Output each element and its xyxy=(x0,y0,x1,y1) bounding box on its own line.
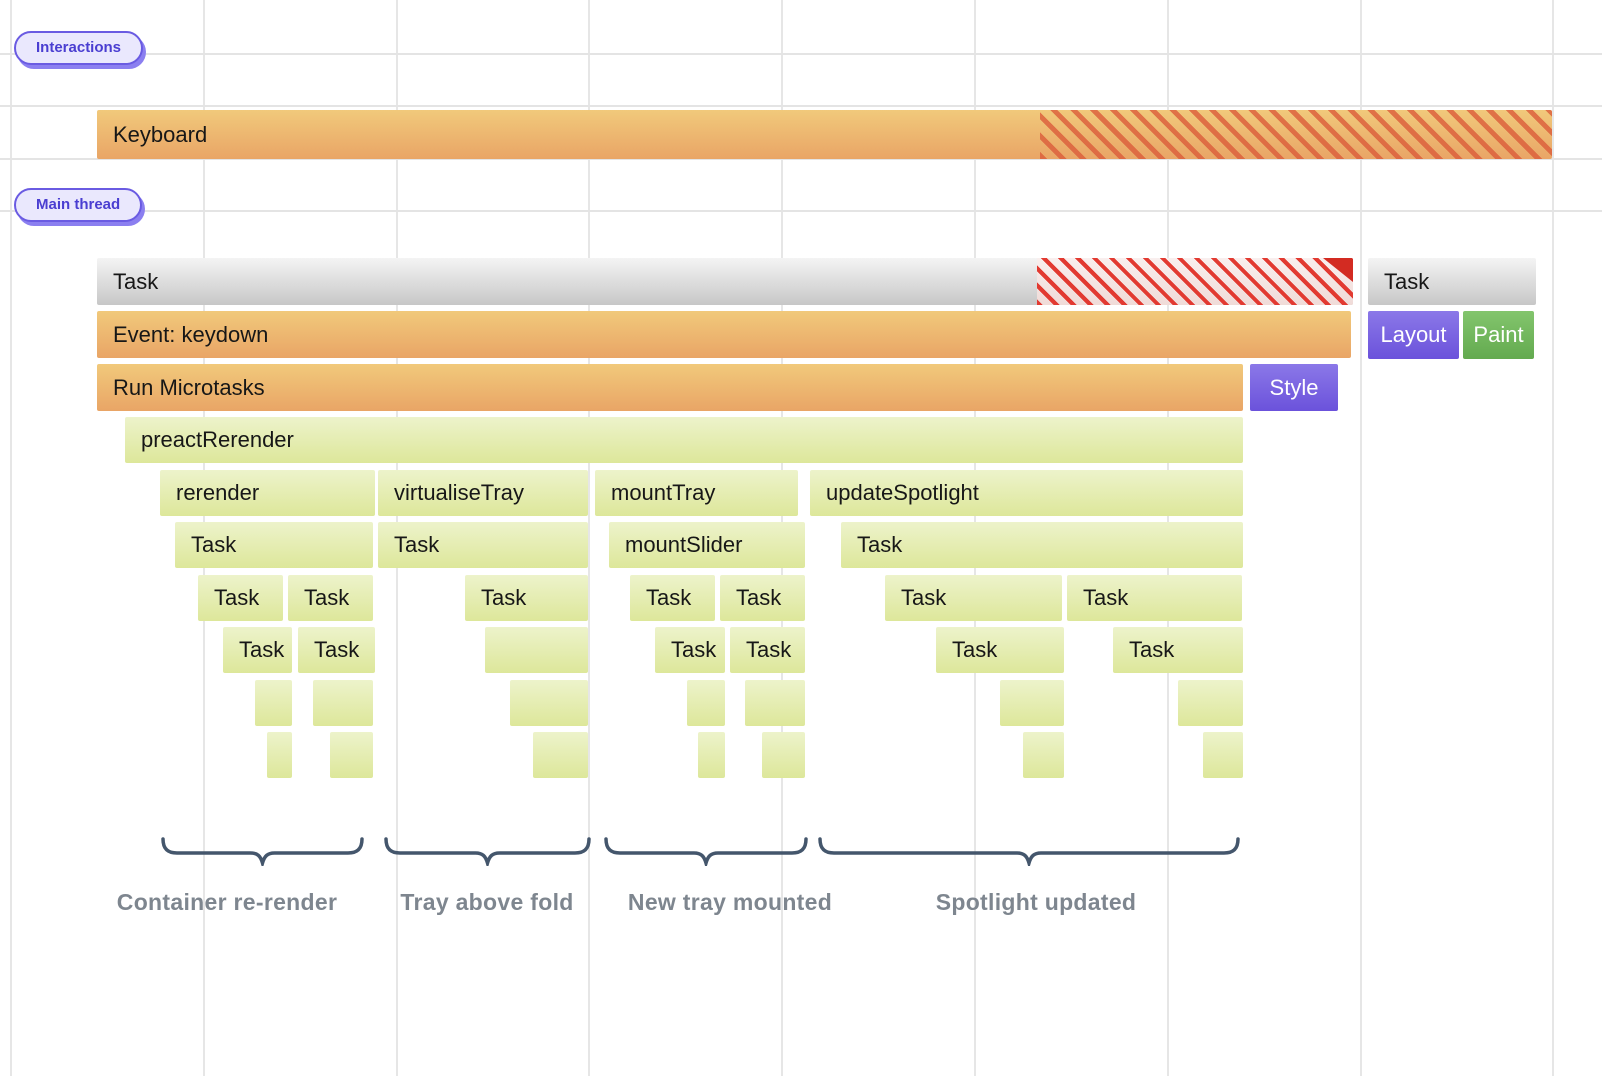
flame-bar-label: Task xyxy=(952,637,998,662)
overrun-hatch xyxy=(1040,110,1552,159)
flame-bar-label: Task xyxy=(481,585,527,610)
flame-bar-event-keydown[interactable]: Event: keydown xyxy=(97,311,1351,358)
flame-bar-label: Keyboard xyxy=(113,121,208,147)
grid-hline xyxy=(0,158,1602,160)
flame-bar-subtask[interactable] xyxy=(533,732,588,778)
flame-bar-task[interactable]: Task xyxy=(1113,627,1243,673)
flame-bar-next-task[interactable]: Task xyxy=(1368,258,1536,305)
flame-bar-label: Task xyxy=(736,585,782,610)
annotation-label: Tray above fold xyxy=(400,889,574,915)
flame-bar-label: virtualiseTray xyxy=(394,480,524,505)
flame-bar-label: Task xyxy=(239,637,285,662)
flame-bar-label: Event: keydown xyxy=(113,321,269,347)
flame-bar-rerender[interactable]: rerender xyxy=(160,470,375,516)
annotation-brace xyxy=(818,837,1240,866)
annotation-brace xyxy=(384,837,591,866)
flame-bar-label: Task xyxy=(1129,637,1175,662)
flame-bar-main-task[interactable]: Task xyxy=(97,258,1353,305)
flame-bar-task[interactable]: Task xyxy=(655,627,725,673)
flame-bar-task[interactable]: Task xyxy=(465,575,588,621)
flame-bar-label: updateSpotlight xyxy=(826,480,979,505)
flame-bar-paint[interactable]: Paint xyxy=(1463,311,1534,359)
flame-bar-subtask[interactable] xyxy=(1023,732,1064,778)
flame-bar-task[interactable]: Task xyxy=(175,522,373,568)
flame-bar-label: Task xyxy=(671,637,717,662)
flame-bar-subtask[interactable] xyxy=(313,680,373,726)
flame-bar-subtask[interactable] xyxy=(687,680,725,726)
flame-bar-label: Task xyxy=(394,532,440,557)
flame-bar-label: mountTray xyxy=(611,480,716,505)
flame-bar-subtask[interactable] xyxy=(267,732,292,778)
flame-bar-label: Run Microtasks xyxy=(113,374,265,400)
flame-bar-task[interactable]: Task xyxy=(730,627,805,673)
flame-bar-subtask[interactable] xyxy=(745,680,805,726)
flame-bar-subtask[interactable] xyxy=(698,732,725,778)
flame-bar-task[interactable]: Task xyxy=(630,575,715,621)
flame-bar-label: Task xyxy=(1384,268,1430,294)
annotation-brace xyxy=(161,837,364,866)
track-label-main-thread[interactable]: Main thread xyxy=(14,188,143,222)
flame-bar-task[interactable]: Task xyxy=(720,575,805,621)
flame-bar-label: rerender xyxy=(176,480,260,505)
flame-bar-label: Layout xyxy=(1380,322,1447,347)
grid-vline xyxy=(1360,0,1362,1076)
flame-bar-update-spotlight[interactable]: updateSpotlight xyxy=(810,470,1243,516)
flame-bar-subtask[interactable] xyxy=(1000,680,1064,726)
flame-bar-label: Task xyxy=(113,268,159,294)
flame-bar-label: Task xyxy=(857,532,903,557)
flame-bar-layout[interactable]: Layout xyxy=(1368,311,1459,359)
flame-bar-subtask[interactable] xyxy=(1203,732,1243,778)
flame-bar-subtask[interactable] xyxy=(510,680,588,726)
flame-bar-task[interactable]: Task xyxy=(378,522,588,568)
flame-bar-interaction-keyboard[interactable]: Keyboard xyxy=(97,110,1552,159)
flame-bar-label: Task xyxy=(646,585,692,610)
flame-bar-subtask[interactable] xyxy=(485,627,588,673)
flame-bar-label: Paint xyxy=(1473,322,1524,347)
flame-bar-label: Task xyxy=(1083,585,1129,610)
flame-bar-label: mountSlider xyxy=(625,532,743,557)
annotation-label: Container re-render xyxy=(116,889,338,915)
flame-bar-run-microtasks[interactable]: Run Microtasks xyxy=(97,364,1243,411)
grid-hline xyxy=(0,210,1602,212)
annotation-label: Spotlight updated xyxy=(935,889,1137,915)
flame-bar-task[interactable]: Task xyxy=(885,575,1062,621)
flame-bar-label: Task xyxy=(304,585,350,610)
flame-bar-task[interactable]: Task xyxy=(298,627,375,673)
flame-bar-label: Task xyxy=(191,532,237,557)
grid-hline xyxy=(0,105,1602,107)
flame-bar-label: Task xyxy=(314,637,360,662)
annotation-brace xyxy=(604,837,808,866)
flame-bar-preact-rerender[interactable]: preactRerender xyxy=(125,417,1243,463)
grid-hline xyxy=(0,53,1602,55)
flame-bar-label: preactRerender xyxy=(141,427,294,452)
flame-bar-style[interactable]: Style xyxy=(1250,364,1338,411)
flame-bar-subtask[interactable] xyxy=(762,732,805,778)
long-task-hatch xyxy=(1037,258,1353,305)
flame-bar-virtualise-tray[interactable]: virtualiseTray xyxy=(378,470,588,516)
flame-bar-subtask[interactable] xyxy=(330,732,373,778)
annotation-label: New tray mounted xyxy=(627,889,833,915)
flame-bar-label: Task xyxy=(901,585,947,610)
flame-bar-mount-slider[interactable]: mountSlider xyxy=(609,522,805,568)
long-task-corner-triangle-icon xyxy=(1323,258,1353,282)
flame-bar-label: Task xyxy=(746,637,792,662)
flame-bar-task[interactable]: Task xyxy=(198,575,283,621)
grid-vline xyxy=(588,0,590,1076)
flame-bar-subtask[interactable] xyxy=(1178,680,1243,726)
track-label-interactions[interactable]: Interactions xyxy=(14,31,144,65)
flame-bar-task[interactable]: Task xyxy=(936,627,1064,673)
flame-bar-mount-tray[interactable]: mountTray xyxy=(595,470,798,516)
flame-bar-subtask[interactable] xyxy=(255,680,292,726)
flame-bar-task[interactable]: Task xyxy=(1067,575,1242,621)
flame-bar-task[interactable]: Task xyxy=(223,627,292,673)
flame-bar-task[interactable]: Task xyxy=(841,522,1243,568)
flame-bar-label: Task xyxy=(214,585,260,610)
grid-vline xyxy=(1552,0,1554,1076)
grid-vline xyxy=(10,0,12,1076)
flame-bar-task[interactable]: Task xyxy=(288,575,373,621)
flame-bar-label: Style xyxy=(1269,374,1319,400)
